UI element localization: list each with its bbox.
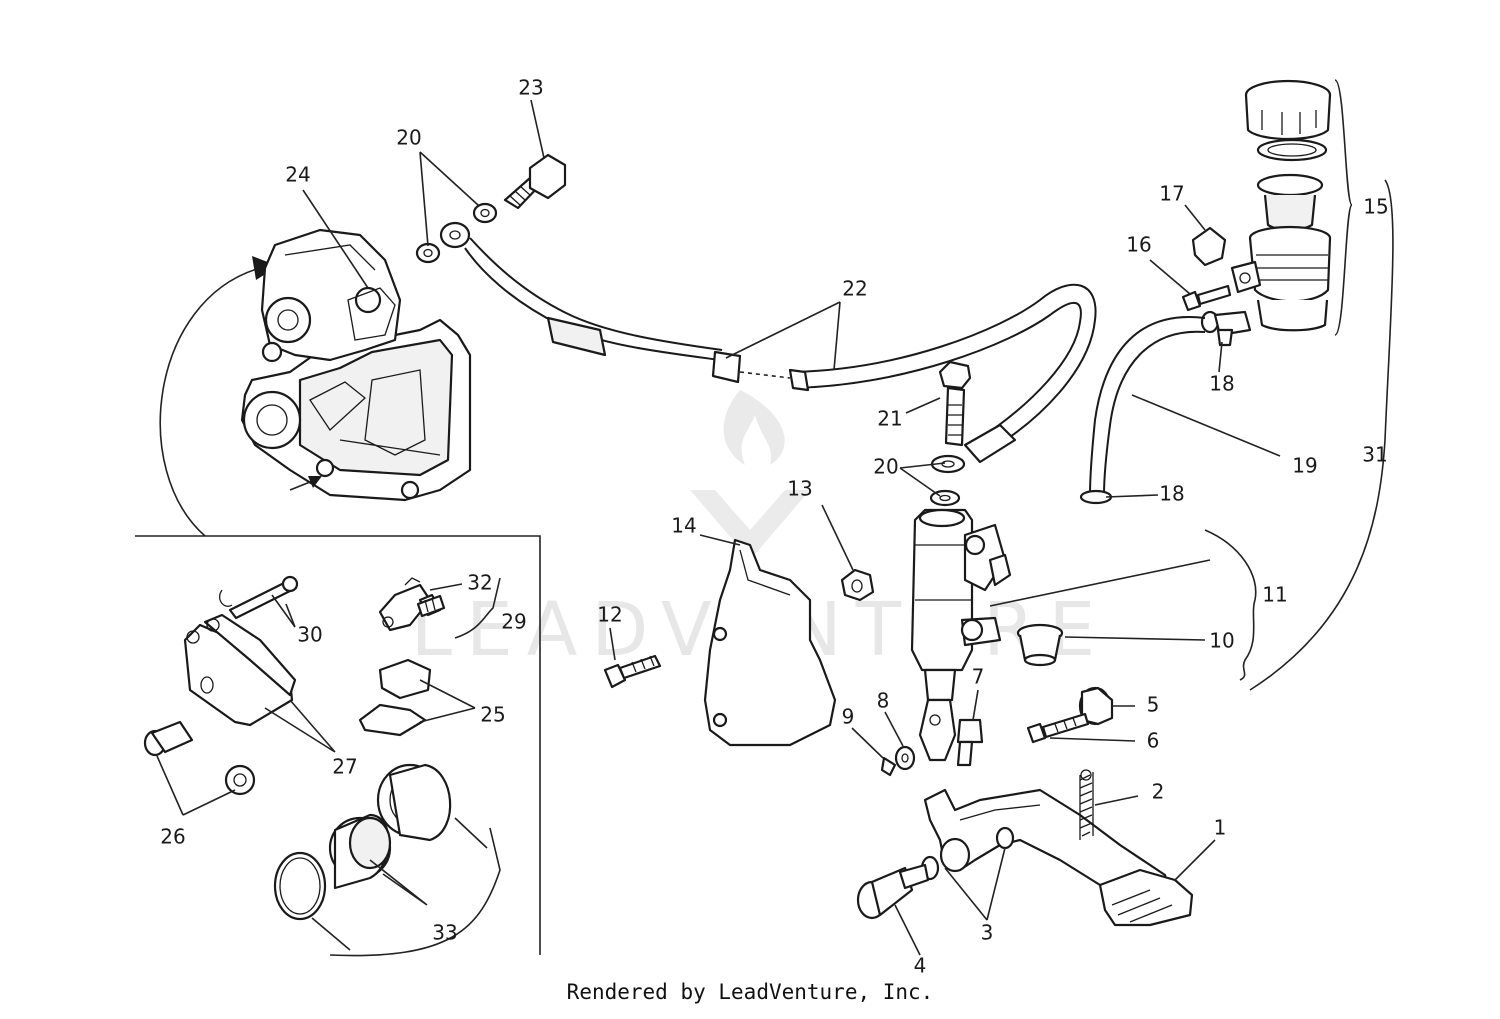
callout-13: 13 — [787, 477, 812, 501]
leader-lines — [156, 99, 1281, 956]
callout-25: 25 — [480, 703, 505, 727]
callout-33: 33 — [432, 921, 457, 945]
bracket-31 — [1249, 179, 1394, 691]
callout-15: 15 — [1363, 195, 1388, 219]
callout-24: 24 — [285, 163, 310, 187]
bolt-12-part — [603, 654, 662, 689]
callout-20-upper: 20 — [396, 126, 421, 150]
washer-8-part — [894, 745, 916, 771]
callout-9: 9 — [842, 705, 855, 729]
reservoir-part — [1230, 79, 1332, 332]
callout-2: 2 — [1152, 780, 1165, 804]
render-credit: Rendered by LeadVenture, Inc. — [566, 980, 934, 1004]
inset-arrow — [159, 267, 261, 537]
callout-18-upper: 18 — [1209, 372, 1234, 396]
callout-8: 8 — [877, 689, 890, 713]
pad-pin-part — [218, 575, 299, 620]
callout-17: 17 — [1159, 182, 1184, 206]
callout-23: 23 — [518, 76, 543, 100]
callout-1: 1 — [1214, 816, 1227, 840]
callout-10: 10 — [1209, 629, 1234, 653]
callout-30: 30 — [297, 623, 322, 647]
clevis-pin-part — [956, 718, 984, 767]
callout-4: 4 — [914, 954, 927, 978]
callout-5: 5 — [1147, 693, 1160, 717]
callout-14: 14 — [671, 514, 696, 538]
brake-pedal-part — [923, 788, 1194, 927]
bracket-29 — [454, 577, 501, 639]
pin-bushings-part — [143, 720, 256, 796]
pedal-washers-part — [920, 826, 1015, 881]
callout-29: 29 — [501, 610, 526, 634]
sealing-washers-upper — [415, 202, 498, 264]
callout-6: 6 — [1147, 729, 1160, 753]
hose-clamp-18-upper — [1200, 310, 1252, 347]
pad-clips-part — [358, 658, 432, 737]
callout-20-lower: 20 — [873, 455, 898, 479]
callout-26: 26 — [160, 825, 185, 849]
callout-31: 31 — [1362, 443, 1387, 467]
inset-box-border — [135, 535, 541, 955]
callout-11: 11 — [1262, 583, 1287, 607]
callout-18-lower: 18 — [1159, 482, 1184, 506]
dust-seal-part — [376, 763, 452, 842]
callout-labels: 23 20 24 22 21 20 17 16 15 18 19 31 18 1… — [160, 76, 1388, 978]
piston-seal-part — [273, 851, 327, 921]
bracket-15 — [1334, 79, 1353, 336]
bolt-6-part — [1026, 712, 1090, 744]
split-pin-part — [880, 756, 897, 777]
callout-21: 21 — [877, 407, 902, 431]
bolt-16-part — [1181, 284, 1232, 312]
brake-hose-part — [464, 237, 1097, 464]
callout-19: 19 — [1292, 454, 1317, 478]
clip-17-part — [1191, 226, 1227, 267]
callout-32: 32 — [467, 571, 492, 595]
bleed-valve-part — [416, 594, 446, 618]
brake-pads-part — [183, 613, 297, 727]
banjo-bolt-part — [503, 153, 567, 210]
bracket-33 — [329, 827, 501, 957]
union-bolt-part — [938, 360, 972, 447]
pivot-bolt-part — [856, 863, 930, 920]
callout-16: 16 — [1126, 233, 1151, 257]
boot-part — [1016, 623, 1064, 667]
caliper-piston-part — [328, 813, 392, 890]
nut-13-part — [840, 568, 875, 602]
callout-3: 3 — [981, 921, 994, 945]
master-cylinder-part — [910, 508, 1012, 762]
callout-7: 7 — [972, 665, 985, 689]
callout-12: 12 — [597, 603, 622, 627]
brake-caliper-part — [240, 228, 472, 502]
callout-27: 27 — [332, 755, 357, 779]
return-spring-part — [1079, 769, 1094, 840]
callout-22: 22 — [842, 277, 867, 301]
guard-plate-part — [703, 538, 837, 747]
bracket-11 — [1204, 529, 1257, 681]
reservoir-hose-19 — [1079, 316, 1206, 505]
